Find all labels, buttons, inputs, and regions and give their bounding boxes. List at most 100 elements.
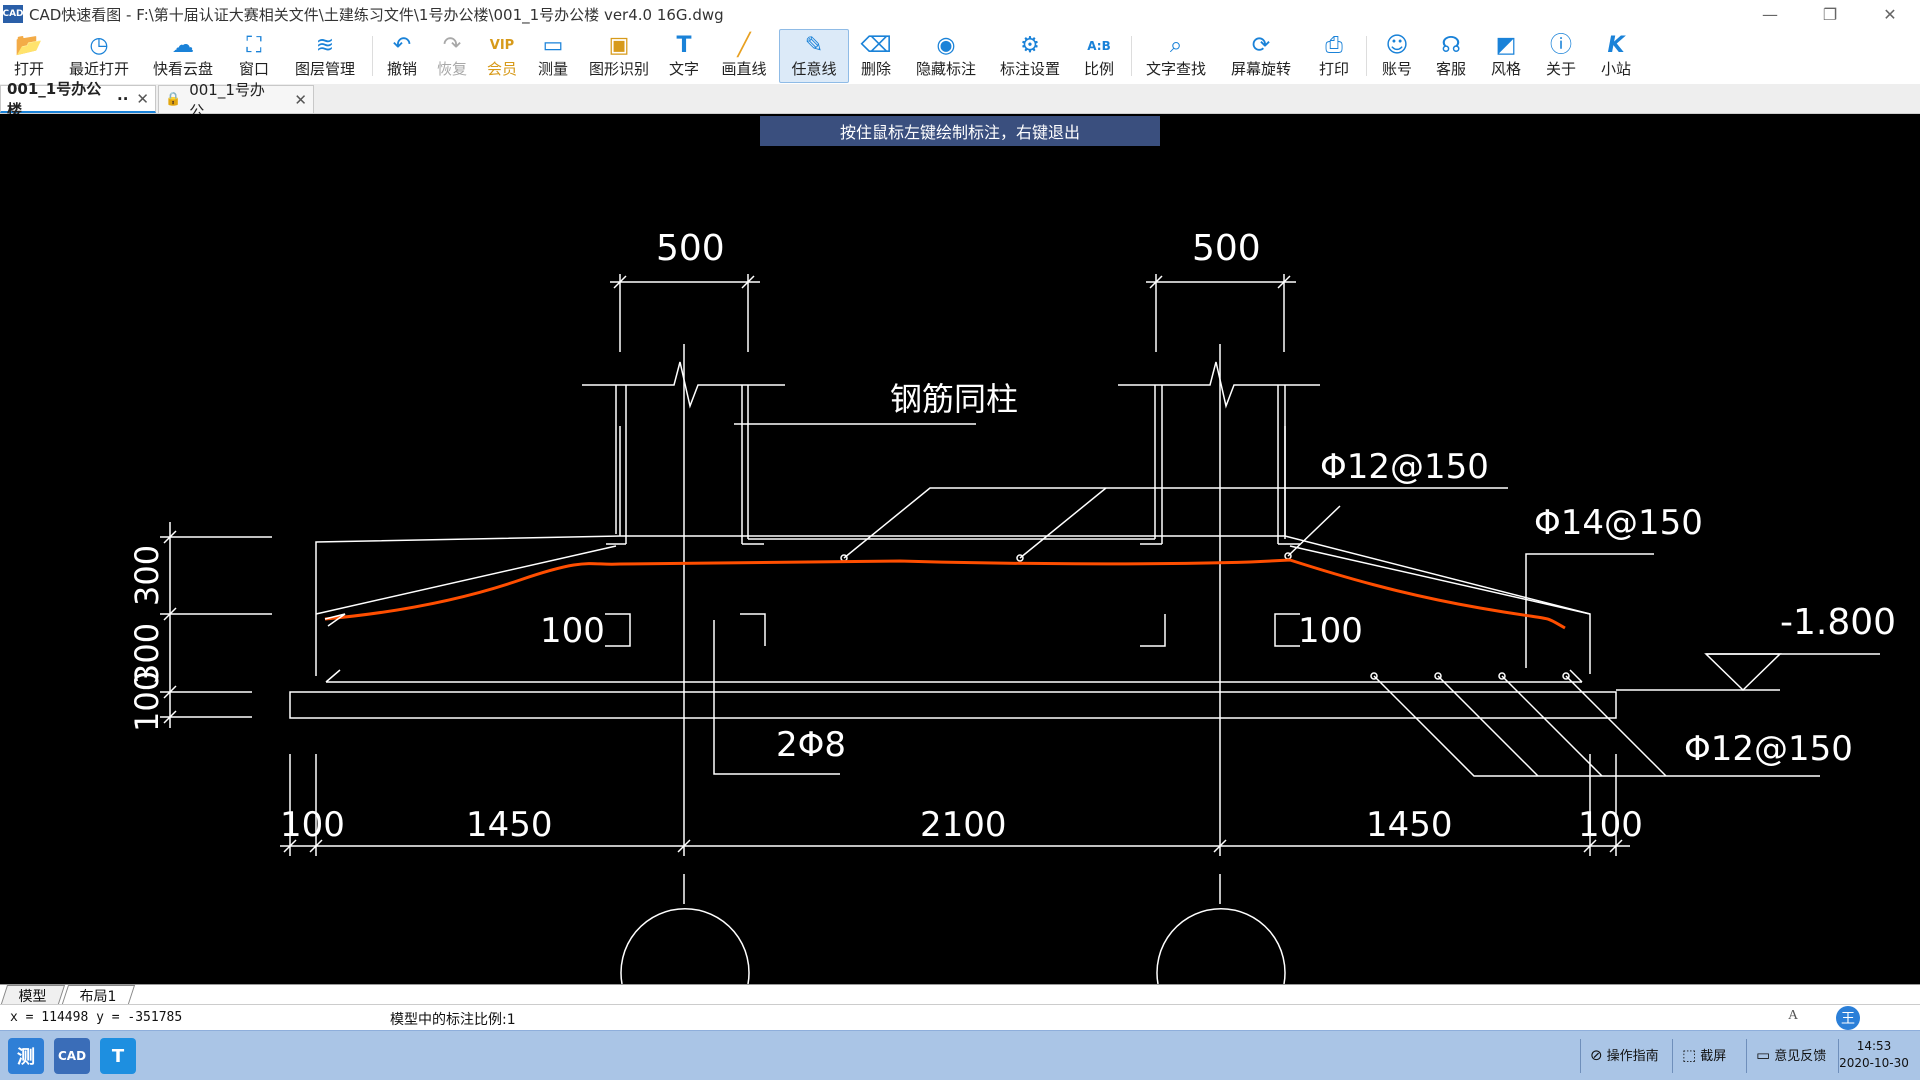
customer-service-button[interactable]: ☊客服 (1423, 29, 1479, 83)
dim-tick (1583, 839, 1597, 853)
step-detail (605, 613, 631, 647)
vip-button[interactable]: VIP 会员 (477, 29, 527, 83)
screenshot-button[interactable]: ⬚ 截屏 (1682, 1045, 1726, 1065)
dim-tick (1277, 275, 1291, 289)
leader-line (1525, 553, 1654, 668)
vip-icon: VIP (489, 38, 515, 53)
dim-text-bottom-1: 100 (280, 805, 345, 845)
slope-line (315, 545, 617, 615)
text-search-button[interactable]: ⌕文字查找 (1136, 29, 1216, 83)
leader-line (1501, 675, 1603, 777)
freehand-annotation-line[interactable] (324, 558, 1566, 630)
screen-rotate-label: 屏幕旋转 (1230, 60, 1291, 78)
font-indicator-icon[interactable]: A (1788, 1008, 1799, 1023)
delete-label: 删除 (860, 60, 891, 78)
annotation-settings-button[interactable]: ⚙标注设置 (989, 29, 1071, 83)
recent-button[interactable]: ◷最近打开 (58, 29, 140, 83)
leader-dot (1562, 672, 1570, 680)
leader-line (713, 620, 840, 775)
layer-manager-button[interactable]: ≋图层管理 (282, 29, 368, 83)
tab-model-label: 模型 (18, 989, 47, 1005)
close-button[interactable]: ✕ (1883, 4, 1897, 24)
measure-button[interactable]: ▭测量 (527, 29, 579, 83)
search-icon: ⌕ (1169, 33, 1183, 58)
eraser-icon: ⌫ (860, 33, 892, 58)
taskbar-app-cad-icon[interactable]: CAD (54, 1038, 90, 1074)
leader-line (1373, 675, 1820, 777)
delete-button[interactable]: ⌫ 删除 (849, 29, 903, 83)
shape-recognize-button[interactable]: ▣图形识别 (579, 29, 659, 83)
redo-icon: ↷ (442, 33, 462, 58)
dim-text-bottom-2: 1450 (466, 805, 553, 845)
leader-dot (1434, 672, 1442, 680)
tab-menu-icon[interactable]: ·· (117, 89, 129, 108)
screen-rotate-button[interactable]: ⟳ 屏幕旋转 (1216, 29, 1306, 83)
dim-tick (1609, 839, 1623, 853)
freehand-line-button[interactable]: ✎任意线 (779, 29, 849, 83)
account-button[interactable]: ☺账号 (1371, 29, 1423, 83)
hint-banner: 按住鼠标左键绘制标注，右键退出 (760, 116, 1160, 146)
restore-button[interactable]: ❐ (1822, 4, 1838, 24)
recent-label: 最近打开 (68, 60, 129, 78)
recognize-icon: ▣ (608, 33, 630, 58)
taskbar-app-t-icon[interactable]: T (100, 1038, 136, 1074)
dim-tick (677, 839, 691, 853)
rebar-hook (325, 669, 341, 683)
print-button[interactable]: ⎙打印 (1306, 29, 1362, 83)
tab-document-1[interactable]: 001_1号办公楼 ·· ✕ (0, 80, 156, 119)
scale-icon: A:B (1087, 39, 1111, 53)
dim-text-inner-right: 100 (1298, 611, 1363, 651)
leader-dot (1498, 672, 1506, 680)
tab-document-2[interactable]: 🔒 001_1号办公… ✕ (158, 81, 314, 120)
drawing-canvas[interactable]: 500 500 钢筋同柱 Φ12@150 Φ14@150 -1.800 Φ12@… (0, 114, 1920, 984)
ime-icon[interactable]: 王 (1836, 1006, 1860, 1030)
minimize-button[interactable]: — (1762, 4, 1778, 24)
tray-divider (1580, 1039, 1581, 1073)
feedback-button[interactable]: ▭ 意见反馈 (1756, 1045, 1826, 1065)
undo-label: 撤销 (386, 60, 417, 78)
undo-button[interactable]: ↶撤销 (377, 29, 427, 83)
status-bar: x = 114498 y = -351785 模型中的标注比例:1 A 王 (0, 1004, 1920, 1030)
tab-layout-1-label: 布局1 (79, 989, 117, 1005)
open-button[interactable]: 📂打开 (0, 29, 58, 83)
open-label: 打开 (13, 60, 44, 78)
window-button[interactable]: ⛶窗口 (226, 29, 282, 83)
hide-annotation-button[interactable]: ◉ 隐藏标注 (903, 29, 989, 83)
draw-line-button[interactable]: ╱画直线 (709, 29, 779, 83)
draw-line-label: 画直线 (721, 60, 767, 78)
guide-button[interactable]: ⊘ 操作指南 (1590, 1045, 1659, 1065)
leader-line (843, 487, 1508, 559)
dim-tick (741, 275, 755, 289)
tab-layout-1[interactable]: 布局1 (61, 985, 136, 1005)
label-stirrup: 2Φ8 (776, 725, 846, 765)
eye-icon: ◉ (936, 33, 956, 58)
toolbar-divider (1366, 36, 1367, 76)
tab-model[interactable]: 模型 (0, 985, 66, 1005)
rotate-icon: ⟳ (1251, 33, 1271, 58)
measure-label: 测量 (537, 60, 568, 78)
dim-tick (283, 839, 297, 853)
hide-annotation-label: 隐藏标注 (915, 60, 976, 78)
dim-tick (1213, 839, 1227, 853)
dim-tick (613, 275, 627, 289)
taskbar-app-survey-icon[interactable]: 测 (8, 1038, 44, 1074)
style-button[interactable]: ◩风格 (1479, 29, 1533, 83)
tray-divider (1838, 1039, 1839, 1073)
info-icon: ⓘ (1549, 33, 1572, 58)
cloud-button[interactable]: ☁快看云盘 (140, 29, 226, 83)
vip-label: 会员 (486, 60, 517, 78)
column-break-line (582, 361, 785, 409)
redo-button[interactable]: ↷恢复 (427, 29, 477, 83)
rebar-hook (1569, 669, 1583, 683)
annotation-settings-label: 标注设置 (999, 60, 1060, 78)
tray-divider (1672, 1039, 1673, 1073)
cursor-coordinates: x = 114498 y = -351785 (10, 1010, 183, 1025)
tab-close-icon[interactable]: ✕ (294, 90, 307, 109)
system-clock[interactable]: 14:53 2020-10-30 (1836, 1038, 1912, 1072)
tab-close-icon[interactable]: ✕ (136, 89, 149, 108)
